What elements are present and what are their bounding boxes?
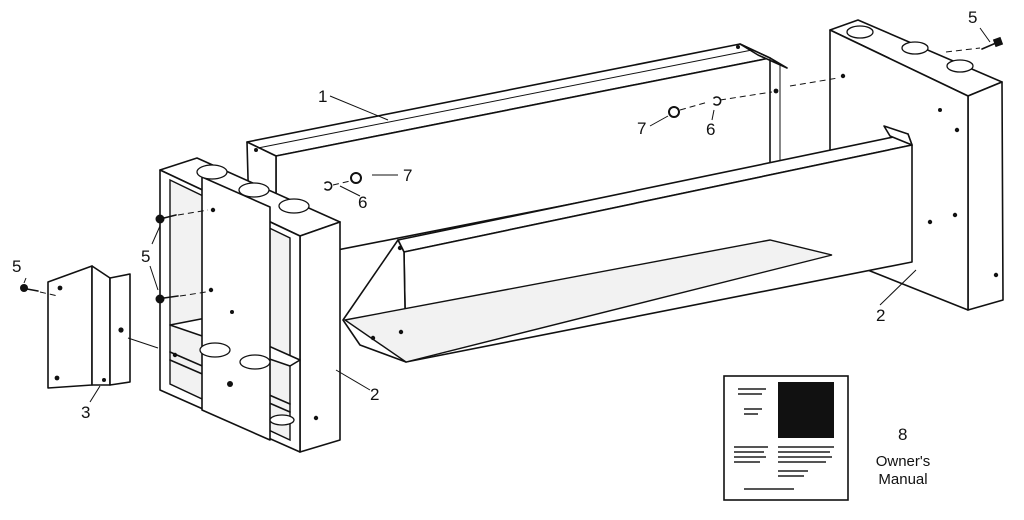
callout-2-right: 2 (876, 306, 885, 325)
part-3-bracket (47, 265, 131, 389)
callout-5-bracket: 5 (12, 257, 21, 276)
manual-caption-line1: Owner's (876, 453, 931, 470)
manual-caption-line2: Manual (878, 471, 927, 488)
callout-6-right: 6 (706, 120, 715, 139)
screw-box-upper (155, 214, 177, 224)
washer-7-left (350, 172, 362, 184)
screw-box-lower (155, 294, 179, 304)
owners-manual-booklet (723, 375, 849, 501)
callout-7-right: 7 (637, 119, 646, 138)
nut-6-right (713, 96, 722, 106)
front-long-panel (342, 125, 913, 363)
callout-3: 3 (81, 403, 90, 422)
part-2-left-end-box (159, 157, 341, 453)
callout-6-left: 6 (358, 193, 367, 212)
fastener-screws (20, 36, 1004, 304)
callout-5-box: 5 (141, 247, 150, 266)
callout-1: 1 (318, 87, 327, 106)
callout-2-left: 2 (370, 385, 379, 404)
callout-labels: 1 7 6 7 6 5 5 5 3 2 2 8 Owner's Manual (12, 8, 977, 488)
manual-cover-photo (778, 382, 834, 438)
leader-lines (23, 27, 991, 403)
callout-5-right: 5 (968, 8, 977, 27)
callout-7-left: 7 (403, 166, 412, 185)
screw-left-bracket (20, 284, 39, 292)
nut-6-left (324, 181, 333, 191)
washer-7-right (668, 106, 680, 118)
screw-right-top (981, 36, 1004, 50)
callout-8: 8 (898, 425, 907, 444)
